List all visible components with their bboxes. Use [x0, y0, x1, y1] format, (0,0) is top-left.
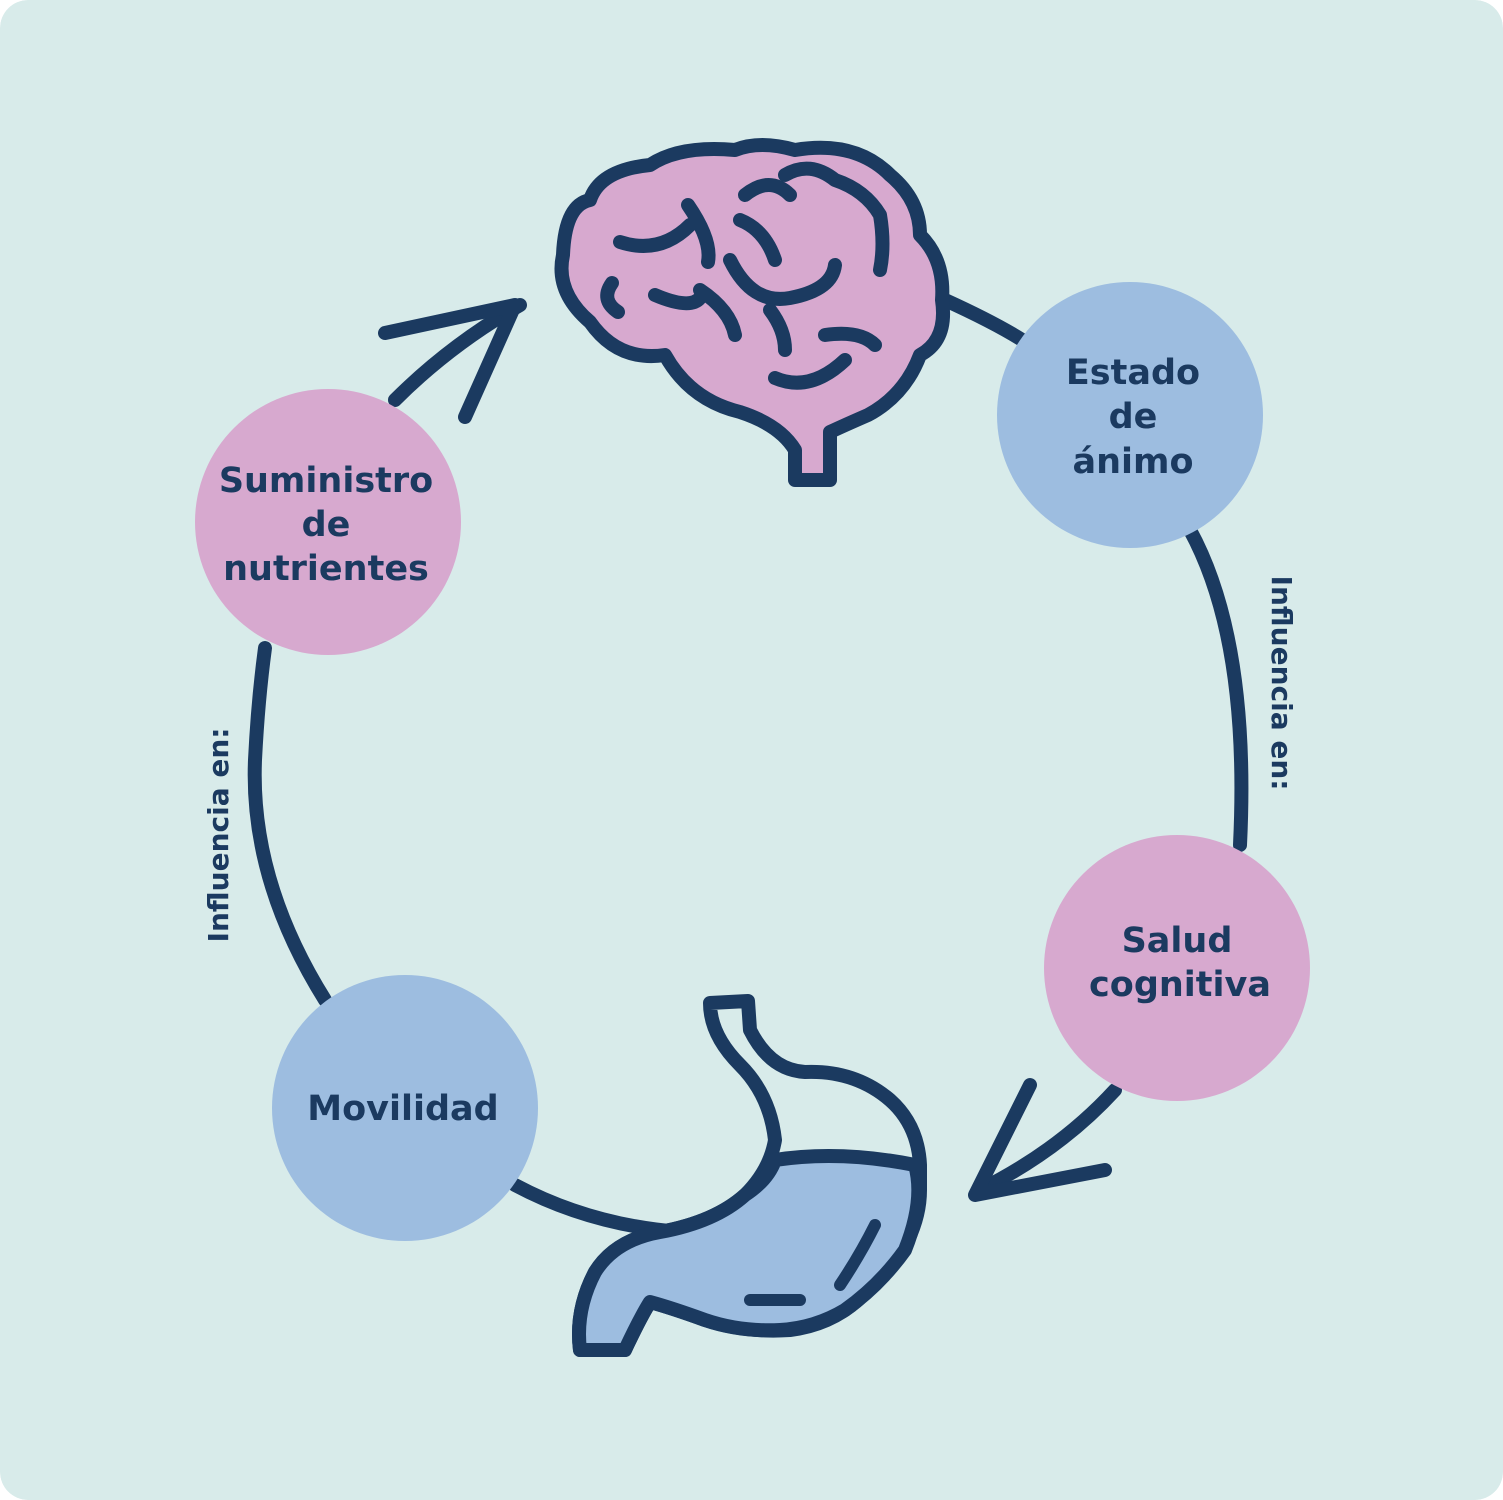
node-estado-de-animo: Estado de ánimo	[997, 282, 1263, 548]
label-influencia-right: Influencia en:	[1265, 576, 1298, 791]
node-circle	[195, 389, 461, 655]
node-salud-cognitiva: Salud cognitiva	[1044, 835, 1310, 1101]
ring-segment-mobility-nutrients	[247, 641, 332, 1007]
label-influencia-left: Influencia en:	[202, 728, 235, 943]
node-movilidad: Movilidad	[272, 975, 538, 1241]
node-suministro-de-nutrientes: Suministro de nutrientes	[195, 389, 461, 655]
node-label-line: Estado	[1066, 353, 1200, 393]
brain-icon	[554, 138, 950, 487]
node-label-line: Movilidad	[307, 1089, 498, 1129]
arrow-to-brain-icon	[378, 298, 522, 424]
node-label-line: Salud	[1122, 921, 1233, 961]
node-label-line: nutrientes	[223, 549, 429, 589]
arrow-to-stomach-icon	[968, 1078, 1112, 1202]
node-label-line: ánimo	[1072, 442, 1193, 482]
node-circle	[997, 282, 1263, 548]
node-circle	[1044, 835, 1310, 1101]
stomach-icon	[572, 994, 927, 1357]
ring-segment-mood-cognitive	[1183, 523, 1249, 852]
node-label-line: Suministro	[219, 461, 433, 501]
node-label-line: de	[1109, 397, 1158, 437]
ring-segment-cognitive-stomach	[973, 1083, 1122, 1197]
node-label-line: de	[302, 505, 351, 545]
node-circle	[272, 975, 538, 1241]
node-label-line: cognitiva	[1089, 965, 1271, 1005]
